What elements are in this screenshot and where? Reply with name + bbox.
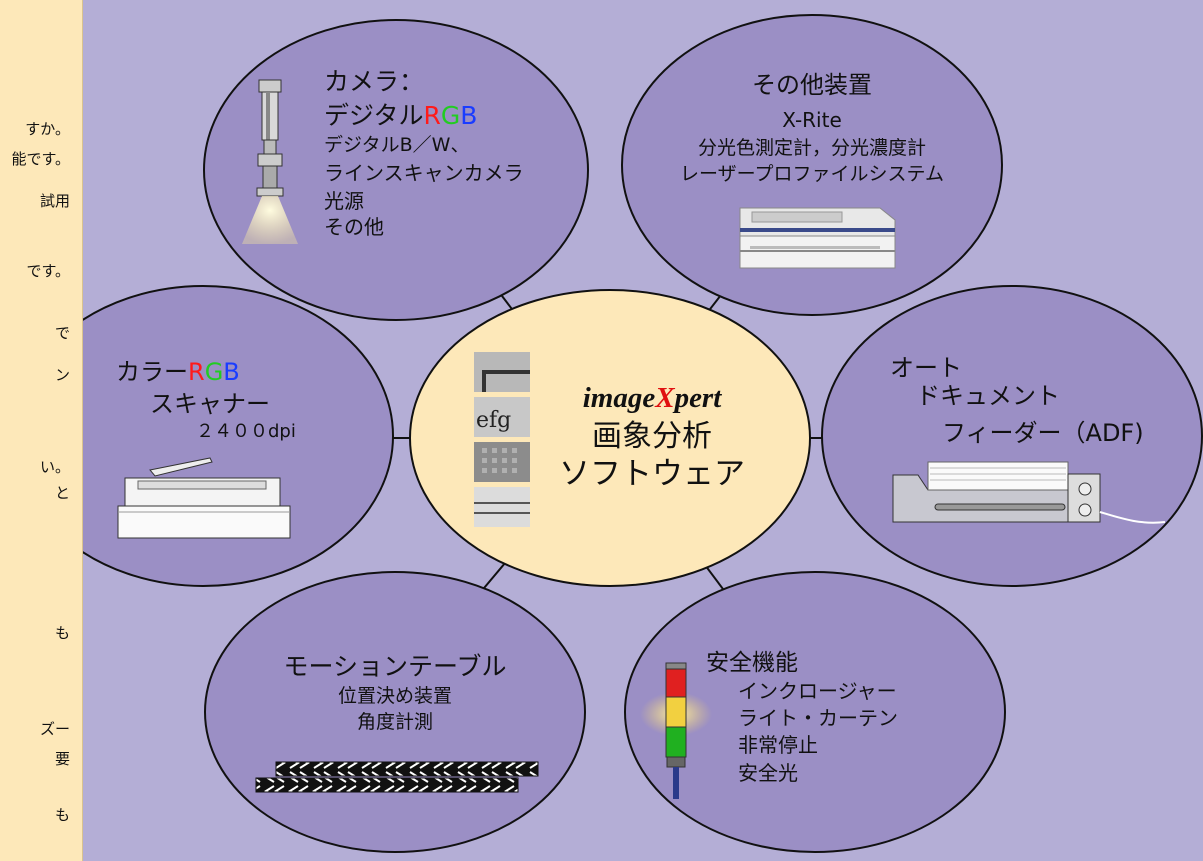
camera-node: カメラ： デジタルRGB デジタルB／W、 ラインスキャンカメラ 光源 その他	[203, 19, 589, 321]
sidebar-fragment: で	[54, 324, 70, 342]
motion-table-node: モーションテーブル 位置決め装置 角度計測	[204, 571, 586, 853]
other-devices-title: その他装置	[752, 71, 872, 99]
sidebar-fragment: すか。	[25, 120, 70, 138]
system-diagram: カメラ： デジタルRGB デジタルB／W、 ラインスキャンカメラ 光源 その他 …	[83, 14, 1203, 853]
camera-label-5: 光源	[324, 189, 364, 213]
camera-label-4: ラインスキャンカメラ	[324, 161, 524, 185]
scanner-label-2: スキャナー	[150, 390, 270, 418]
safety-label-2: インクロージャー	[738, 679, 897, 703]
sidebar-fragment: も	[54, 624, 70, 642]
camera-icon	[242, 79, 298, 244]
document-feeder-icon	[892, 461, 1166, 524]
other-devices-label-4: レーザープロファイルシステム	[680, 163, 944, 185]
other-devices-node: その他装置 X-Rite 分光色測定計，分光濃度計 レーザープロファイルシステム	[621, 14, 1003, 316]
adf-label-1: オート	[890, 354, 962, 382]
camera-label-6: その他	[324, 215, 384, 239]
camera-label-1: カメラ：	[324, 67, 424, 96]
sidebar-fragment: 試用	[39, 192, 70, 210]
adf-node: オート ドキュメント フィーダー（ADF)	[821, 285, 1203, 587]
motion-table-label-3: 角度計測	[357, 711, 433, 733]
sidebar-fragment: ン	[54, 366, 70, 384]
center-label-2: ソフトウェア	[559, 456, 745, 492]
center-label-1: 画象分析	[592, 419, 712, 454]
safety-label-4: 非常停止	[738, 733, 818, 757]
camera-label-2: デジタルRGB	[324, 101, 477, 130]
safety-title: 安全機能	[706, 650, 798, 676]
sidebar-fragment: も	[54, 806, 70, 824]
thumbnail-efg: efg	[476, 408, 511, 433]
signal-tower-icon	[640, 662, 712, 799]
safety-label-3: ライト・カーテン	[738, 706, 898, 730]
sidebar-fragment: 能です。	[11, 150, 70, 168]
safety-node: 安全機能 インクロージャー ライト・カーテン 非常停止 安全光	[624, 571, 1006, 853]
sidebar-fragment: ズー	[39, 720, 70, 738]
scanner-node: カラーRGB スキャナー ２４００dpi	[83, 285, 394, 587]
other-devices-label-2: X-Rite	[782, 108, 842, 132]
other-devices-label-3: 分光色測定計，分光濃度計	[698, 137, 926, 159]
sidebar-fragment: い。	[39, 458, 70, 476]
motion-table-label-2: 位置決め装置	[338, 685, 452, 707]
product-name: imageXpert	[583, 382, 723, 414]
sidebar-fragment: 要	[54, 750, 70, 768]
sidebar-fragment: と	[54, 484, 70, 502]
sidebar-text-panel: すか。 能です。 試用 です。 で ン い。 と も ズー 要 も	[0, 0, 83, 861]
adf-label-2: ドキュメント	[916, 382, 1060, 410]
camera-label-3: デジタルB／W、	[324, 134, 469, 156]
sidebar-fragment: です。	[26, 262, 70, 280]
scanner-label-3: ２４００dpi	[196, 421, 296, 442]
safety-label-5: 安全光	[738, 761, 798, 785]
scanner-label-1: カラーRGB	[116, 358, 240, 386]
flatbed-scanner-icon	[117, 457, 291, 539]
motion-table-title: モーションテーブル	[283, 652, 506, 681]
center-software-node: efg imageXpert 画象分析 ソフトウェア	[409, 289, 811, 587]
adf-label-3: フィーダー（ADF)	[942, 419, 1144, 447]
spectrophotometer-icon	[739, 207, 896, 269]
image-thumbnail-icon: efg	[474, 352, 530, 527]
motion-table-icon	[255, 761, 539, 793]
